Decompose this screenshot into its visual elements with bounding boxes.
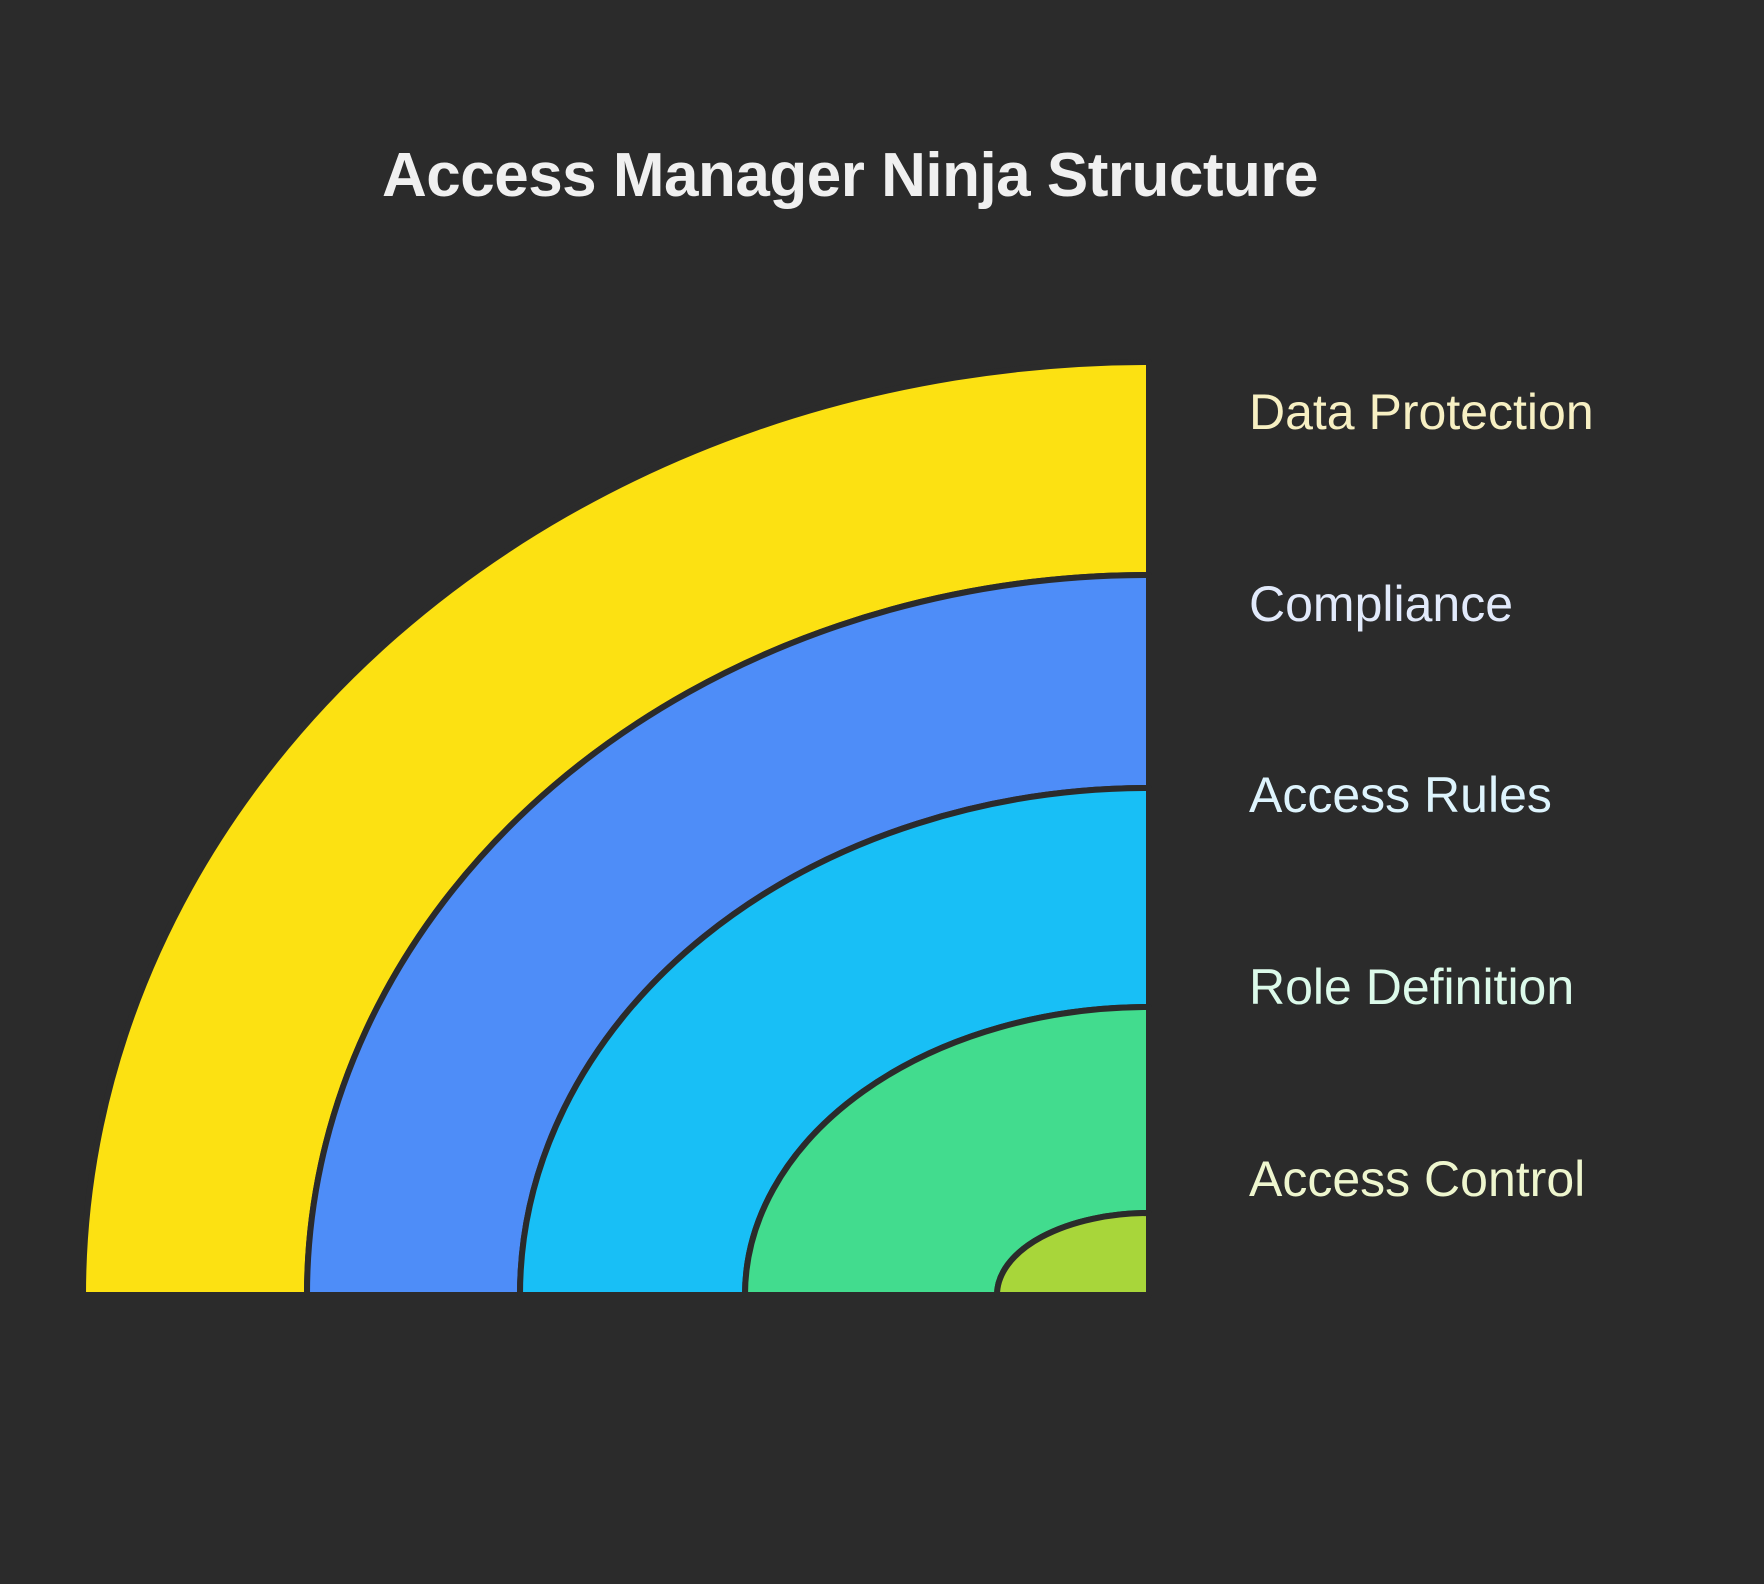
page-title: Access Manager Ninja Structure (381, 141, 1319, 210)
ring-label-1: Compliance (1249, 576, 1514, 632)
ring-label-2: Access Rules (1249, 767, 1552, 823)
ring-label-4: Access Control (1249, 1151, 1586, 1207)
ring-label-3: Role Definition (1249, 959, 1575, 1015)
ring-label-0: Data Protection (1249, 384, 1594, 440)
ring-segment-4[interactable] (994, 1210, 1152, 1298)
